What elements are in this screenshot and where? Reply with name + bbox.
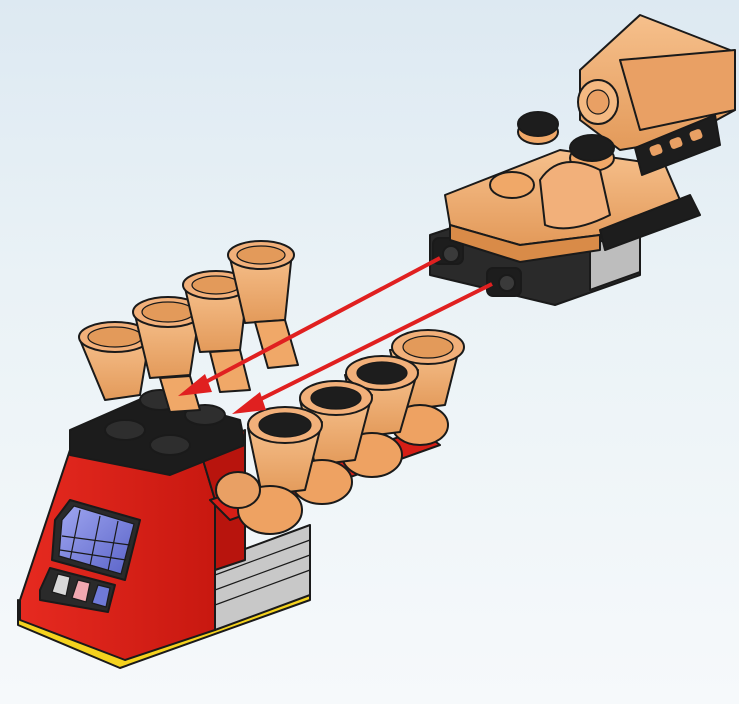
exhaust-pipes-left-bank (79, 241, 298, 412)
engine-top-assembly (430, 15, 735, 305)
